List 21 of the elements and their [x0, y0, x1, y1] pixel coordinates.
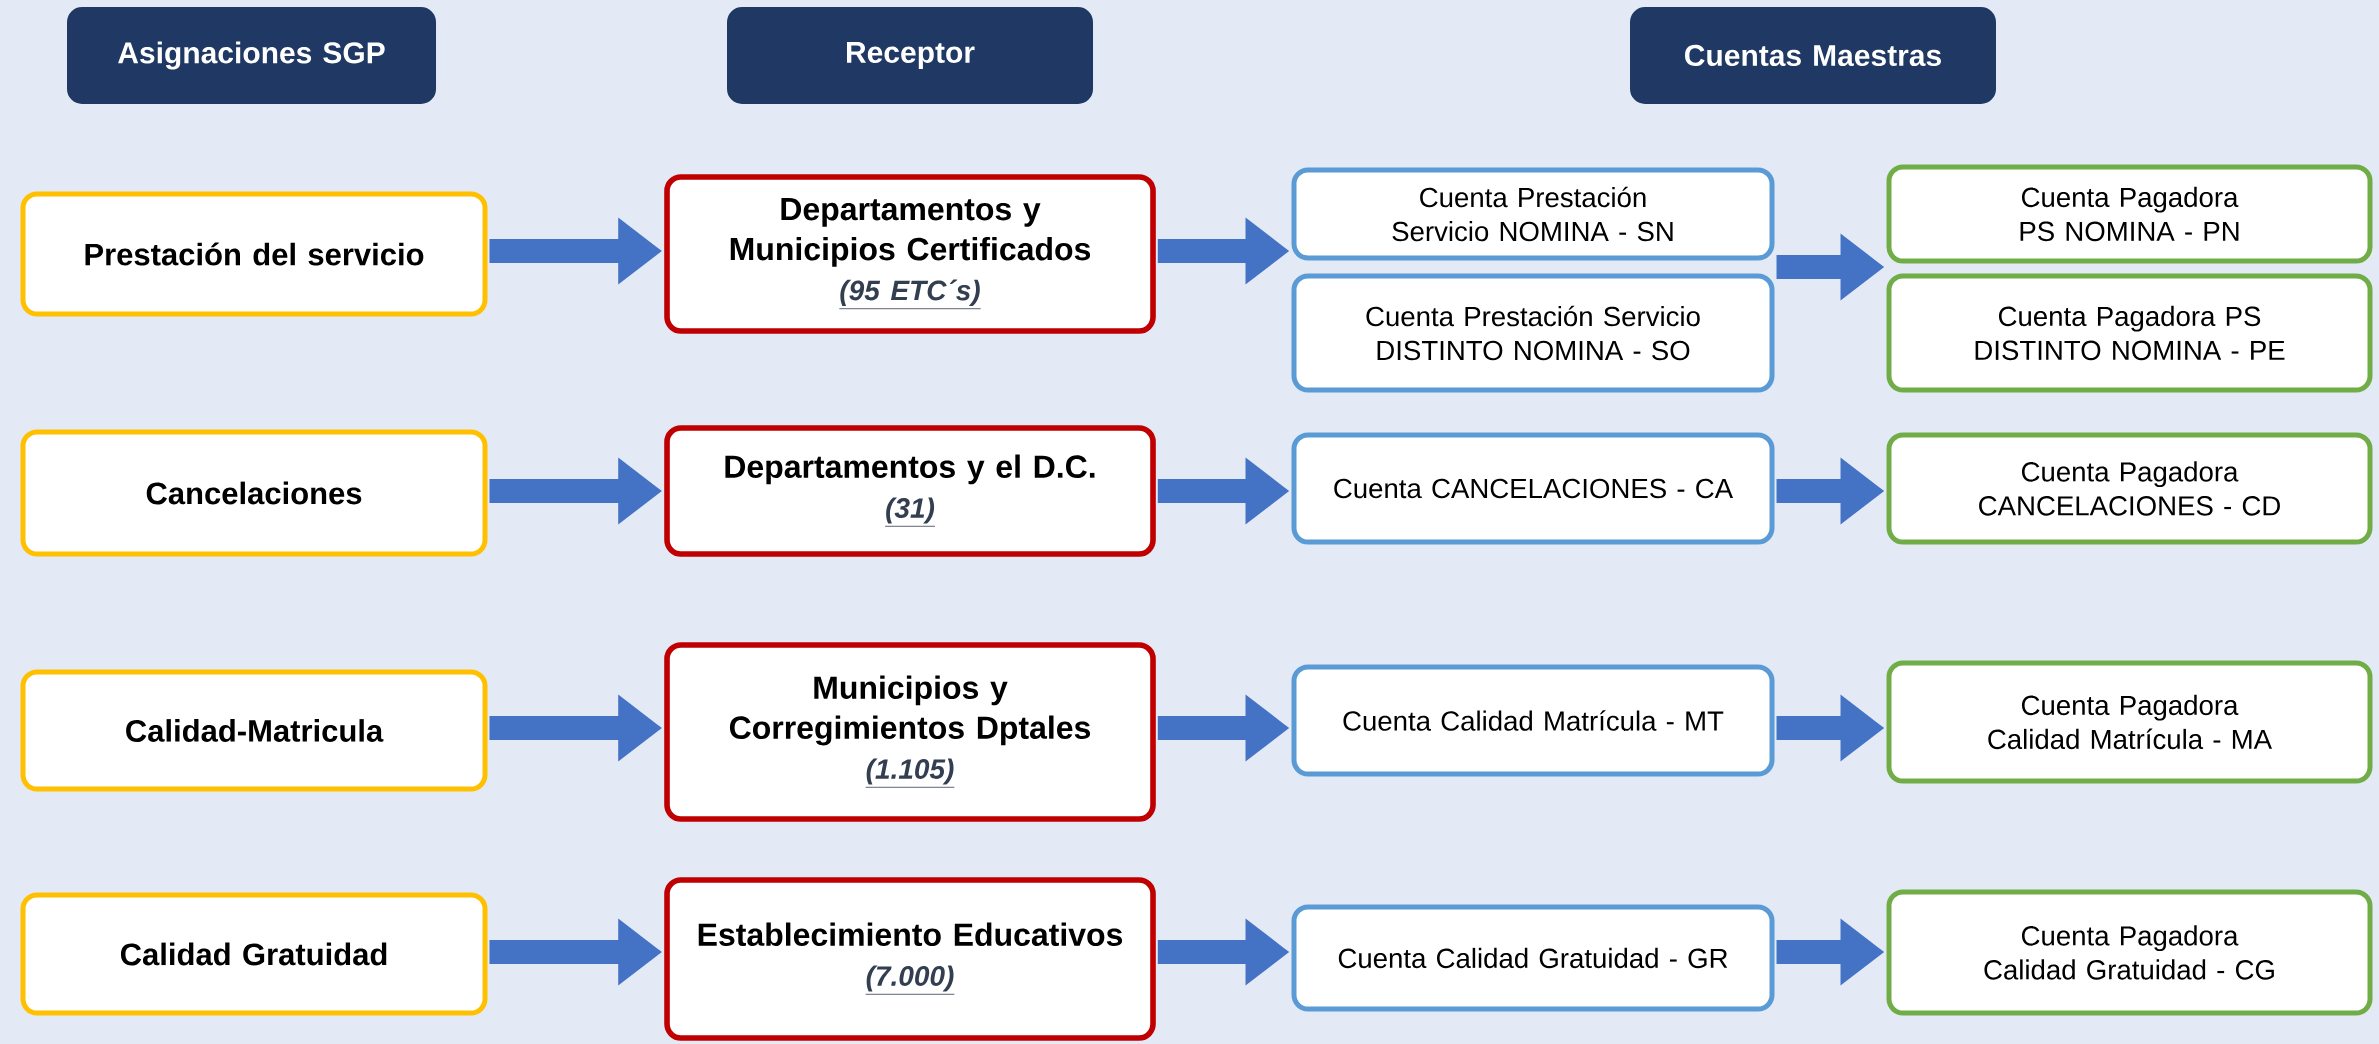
- account-box: Cuenta Prestación Servicio NOMINA - SN: [1291, 167, 1775, 261]
- category-box: Cancelaciones: [20, 429, 488, 557]
- payer-account-box: Cuenta Pagadora Calidad Matrícula - MA: [1886, 660, 2373, 784]
- account-box: Cuenta Calidad Matrícula - MT: [1291, 664, 1775, 777]
- payer-account-box: Cuenta Pagadora PS NOMINA - PN: [1886, 164, 2373, 264]
- header-box: Receptor: [727, 7, 1093, 104]
- header-box: Cuentas Maestras: [1630, 7, 1996, 104]
- account-box: Cuenta Calidad Gratuidad - GR: [1291, 904, 1775, 1012]
- receiver-box: Municipios y Corregimientos Dptales (1.105): [664, 642, 1156, 822]
- receiver-box: Departamentos y Municipios Certificados (95 ETC´s): [664, 174, 1156, 334]
- receiver-box: Establecimiento Educativos (7.000): [664, 877, 1156, 1041]
- category-box: Prestación del servicio: [20, 191, 488, 317]
- account-box: Cuenta CANCELACIONES - CA: [1291, 432, 1775, 545]
- account-box: Cuenta Prestación Servicio DISTINTO NOMINA - SO: [1291, 273, 1775, 393]
- payer-account-box: Cuenta Pagadora CANCELACIONES - CD: [1886, 432, 2373, 545]
- payer-account-box: Cuenta Pagadora Calidad Gratuidad - CG: [1886, 889, 2373, 1016]
- receiver-box: Departamentos y el D.C. (31): [664, 425, 1156, 557]
- category-box: Calidad-Matricula: [20, 669, 488, 792]
- category-box: Calidad Gratuidad: [20, 892, 488, 1016]
- header-box: Asignaciones SGP: [67, 7, 436, 104]
- payer-account-box: Cuenta Pagadora PS DISTINTO NOMINA - PE: [1886, 273, 2373, 393]
